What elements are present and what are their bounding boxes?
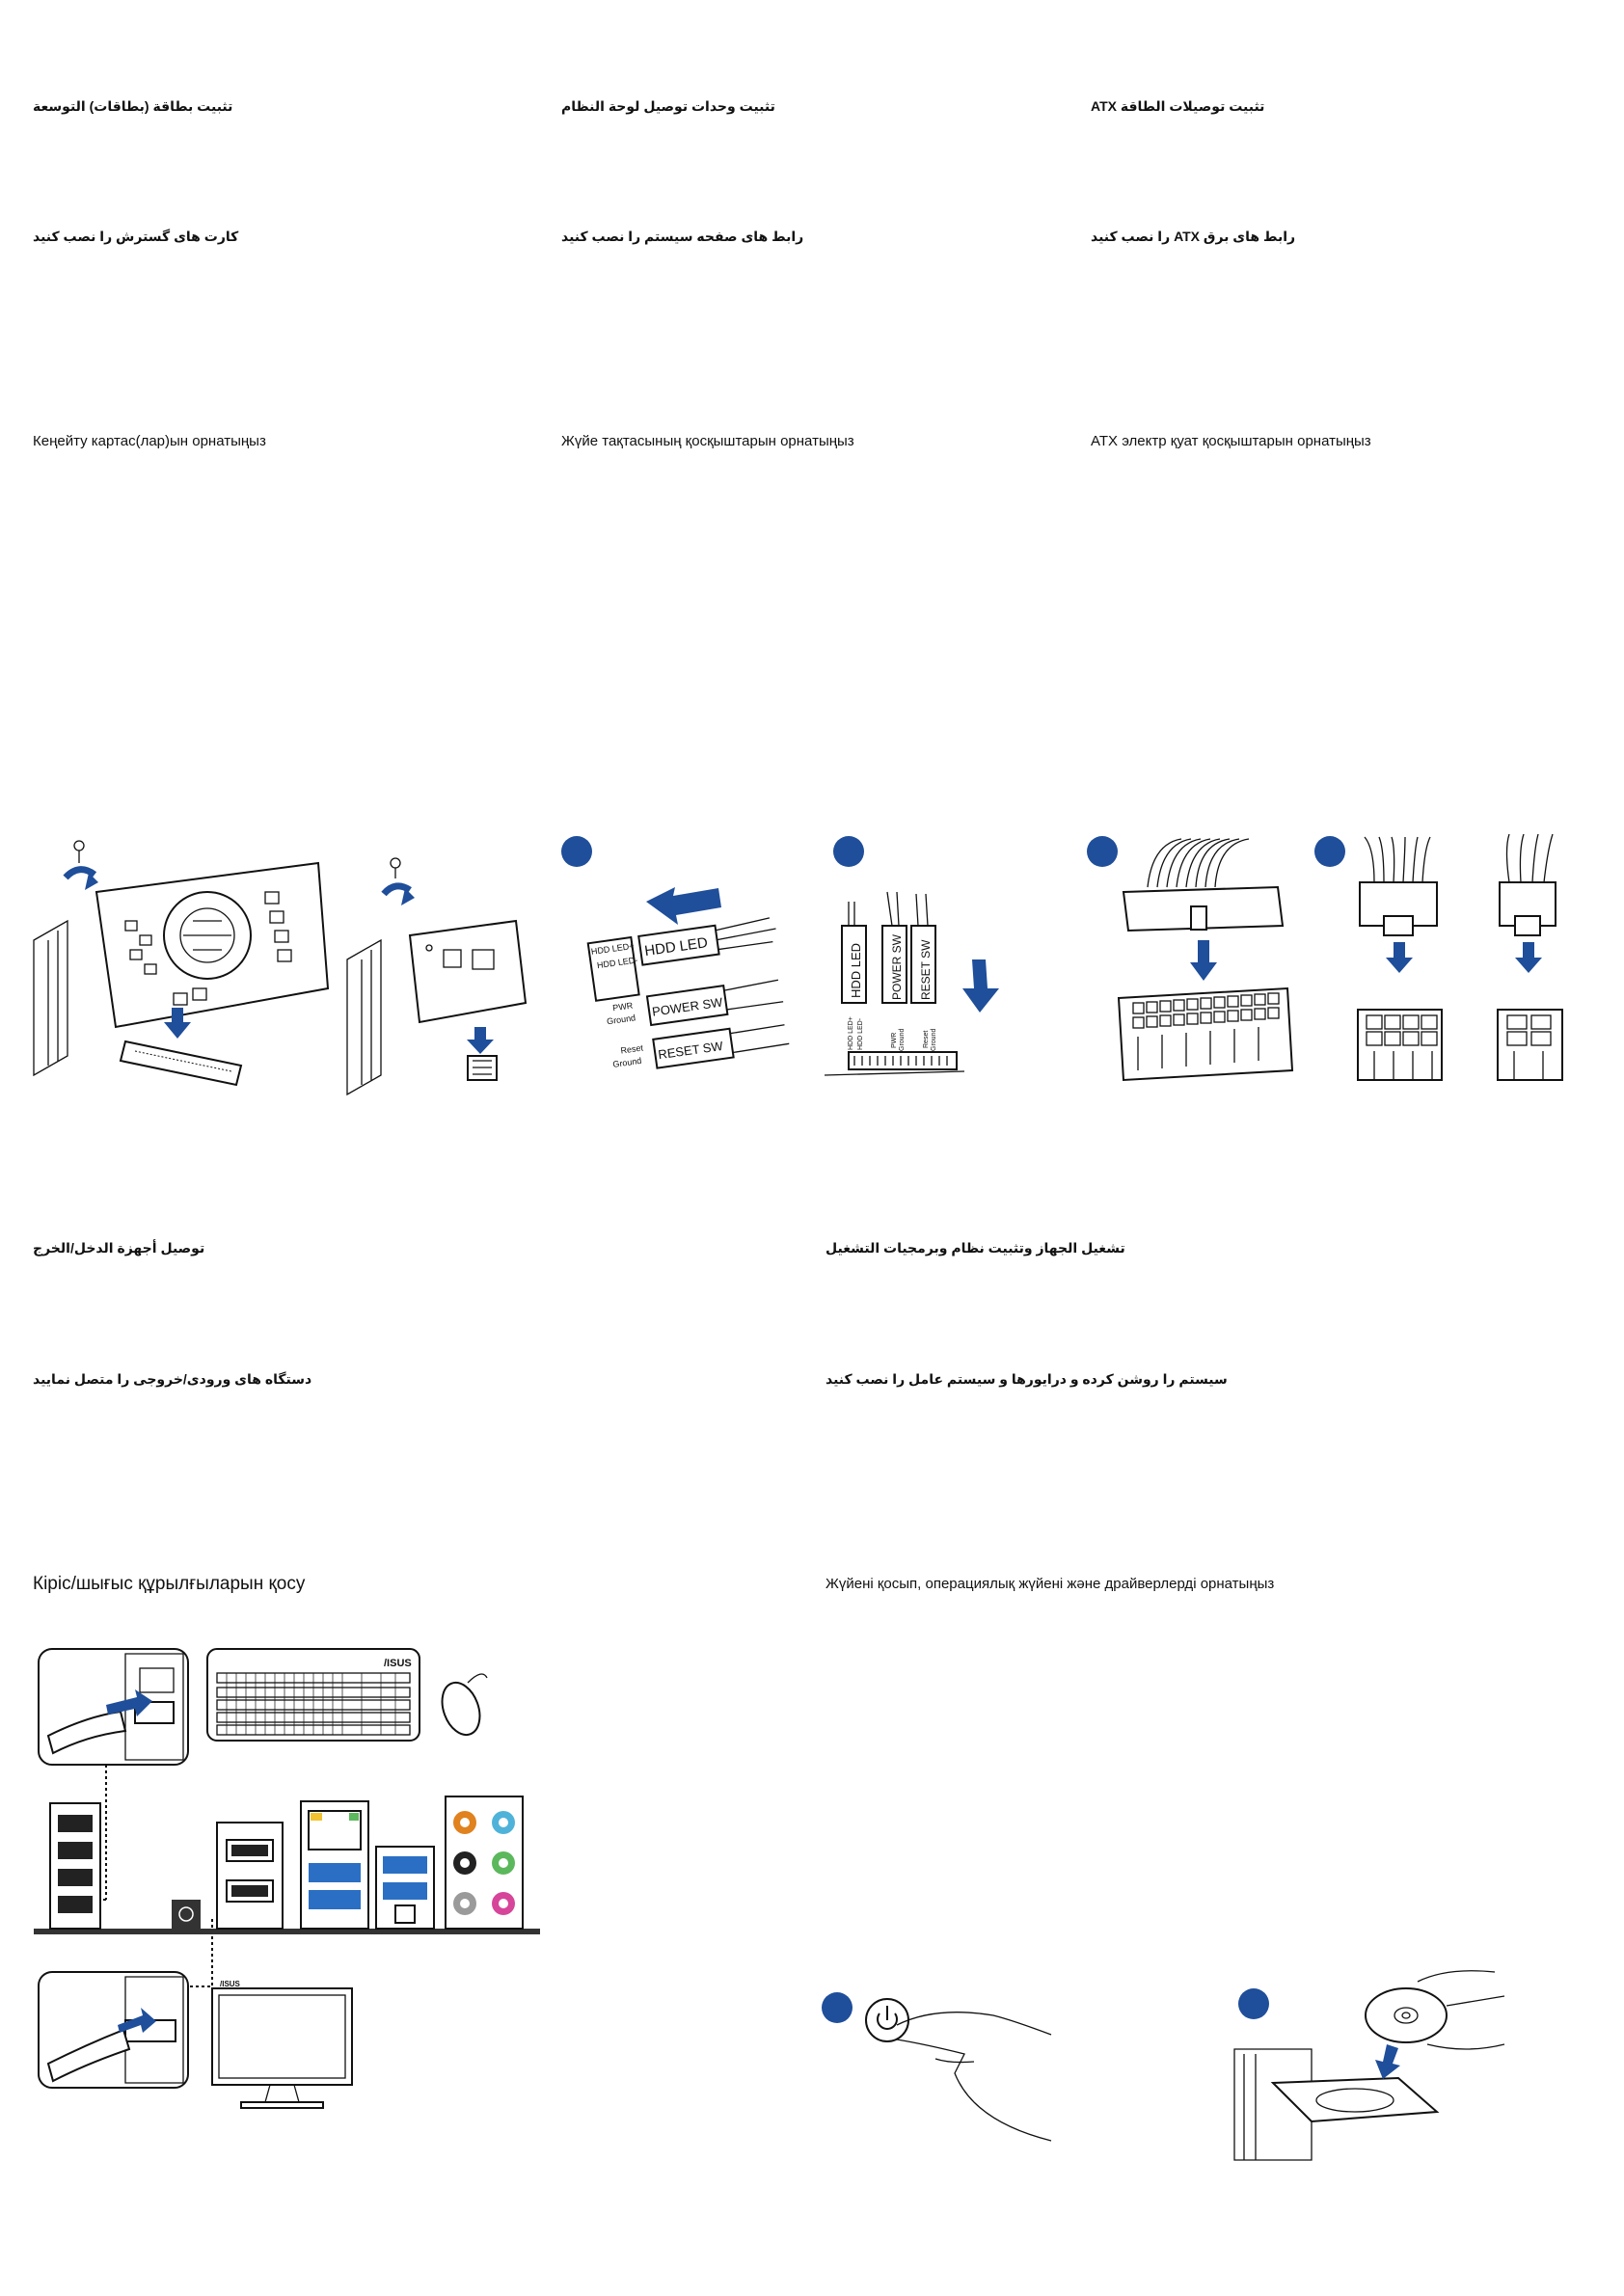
power-sw-vertical-label: POWER SW: [890, 933, 904, 1000]
step-2-badge: [1314, 836, 1345, 867]
power-on-title-ar: تشغيل الجهاز وتثبيت نظام وبرمجيات التشغي…: [826, 1240, 1125, 1256]
power-on-title-fa: سیستم را روشن کرده و درایورها و سیستم عا…: [826, 1371, 1228, 1387]
io-devices-title-kz: Кіріс/шығыс құрылғыларын қосу: [33, 1574, 306, 1594]
reset-ground-label: Ground: [612, 1056, 642, 1069]
reset-label: Reset: [620, 1042, 644, 1055]
mouse-image: [441, 1673, 488, 1737]
down-arrow-icon: [164, 1008, 191, 1039]
rotate-arrow-icon: [381, 882, 415, 905]
system-panel-title-fa: رابط های صفحه سیستم را نصب کنید: [561, 229, 804, 244]
reset-sw-vertical-label: RESET SW: [919, 939, 933, 1000]
header-hdd-plus: HDD LED+: [848, 1016, 854, 1050]
header-reset: Reset: [923, 1031, 930, 1048]
down-arrow-icon: [962, 959, 999, 1013]
monitor-image: /ISUS: [211, 1980, 353, 2109]
keyboard-brand: /ISUS: [384, 1658, 412, 1669]
power-on-title-kz: Жүйені қосып, операциялық жүйені және др…: [826, 1576, 1275, 1592]
rotate-arrow-icon: [63, 866, 98, 890]
pwr-ground-label: Ground: [607, 1013, 636, 1026]
atx-power-title-kz: ATX электр қуат қосқыштарын орнатыңыз: [1091, 433, 1371, 449]
keyboard-image: /ISUS: [206, 1648, 420, 1742]
atx-power-figure: [1085, 834, 1606, 1099]
system-panel-figure: HDD LED+ HDD LED- HDD LED PWR Ground POW…: [559, 834, 1061, 1094]
io-devices-figure: /ISUS: [29, 1639, 550, 2112]
header-reset-ground: Ground: [931, 1029, 937, 1051]
header-hdd-minus: HDD LED-: [857, 1017, 864, 1050]
optical-disc-icon: [1365, 1987, 1448, 2043]
atx-power-title-ar: تثبيت توصيلات الطاقة ATX: [1091, 98, 1265, 114]
system-panel-title-kz: Жүйе тақтасының қосқыштарын орнатыңыз: [561, 433, 854, 449]
screw-icon: [73, 840, 85, 863]
step-1-badge: [822, 1992, 853, 2023]
pwr-label: PWR: [612, 1000, 635, 1013]
down-arrow-icon: [1515, 942, 1542, 973]
down-arrow-icon: [1375, 2044, 1400, 2079]
hdd-led-vertical-label: HDD LED: [849, 943, 863, 998]
expansion-title-ar: تثبيت بطاقة (بطاقات) التوسعة: [33, 98, 233, 114]
expansion-title-kz: Кеңейту картас(лар)ын орнатыңыз: [33, 433, 266, 449]
down-arrow-icon: [467, 1027, 494, 1054]
down-arrow-icon: [1190, 940, 1217, 981]
step-2-badge: [1238, 1988, 1269, 2019]
usb-stack: [49, 1802, 101, 1930]
monitor-brand: /ISUS: [220, 1980, 241, 1988]
header-pwr: PWR: [891, 1033, 898, 1048]
power-on-figure: [820, 1967, 1514, 2170]
down-arrow-icon: [1386, 942, 1413, 973]
atx-power-title-fa: رابط های برق ATX را نصب کنید: [1091, 229, 1296, 244]
expansion-card-figure: [29, 834, 550, 1104]
system-panel-title-ar: تثبيت وحدات توصيل لوحة النظام: [561, 98, 775, 114]
screw-icon: [390, 857, 401, 878]
audio-jacks: [445, 1796, 524, 1930]
step-1-badge: [1087, 836, 1118, 867]
left-arrow-icon: [646, 887, 721, 925]
io-devices-title-ar: توصيل أجهزة الدخل/الخرج: [33, 1240, 205, 1256]
step-1-badge: [561, 836, 592, 867]
expansion-title-fa: کارت های گسترش را نصب کنید: [33, 229, 239, 244]
step-2-badge: [833, 836, 864, 867]
io-devices-title-fa: دستگاه های ورودی/خروجی را متصل نمایید: [33, 1371, 312, 1387]
header-pwr-ground: Ground: [899, 1029, 906, 1051]
power-button-icon[interactable]: [865, 1998, 909, 2042]
